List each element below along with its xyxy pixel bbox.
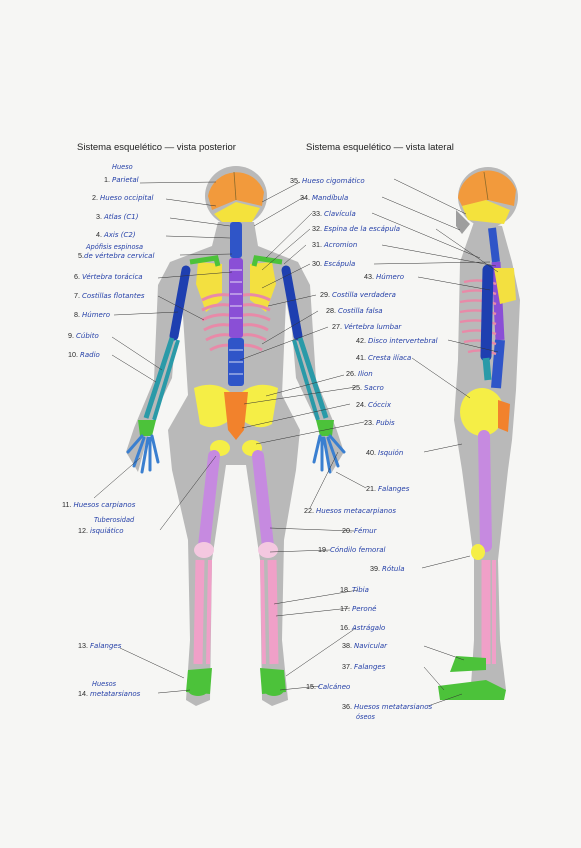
label-36: 36. Huesos metatarsianos [342,702,433,711]
label-37: 37. Falanges [342,662,386,671]
label-20: 20. Fémur [342,526,377,535]
label-30: 30. Escápula [312,259,356,268]
label-25: 25. Sacro [352,383,384,392]
label-22: 22. Huesos metacarpianos [304,506,397,515]
label-14: 14. metatarsianos [78,689,141,698]
lateral-leg [438,430,506,700]
label-9: 9. Cúbito [68,331,99,340]
label-39: 39. Rótula [370,564,405,573]
label-24: 24. Cóccix [356,400,391,409]
label-11: 11. Huesos carpianos [62,500,136,509]
title-lateral: Sistema esquelético — vista lateral [306,142,454,153]
label-5: 5.de vértebra cervical [78,251,155,260]
posterior-legs [186,450,286,696]
label-21: 21. Falanges [366,484,410,493]
note-hueso: Hueso [112,163,133,171]
lateral-skull [456,170,516,234]
label-8: 8. Húmero [74,310,110,319]
label-15: 15. Calcáneo [306,682,351,691]
label-38: 38. Navicular [342,641,388,650]
label-19: 19. Cóndilo femoral [318,545,386,554]
label-28: 28. Costilla falsa [326,306,383,315]
lateral-pelvis [460,388,510,436]
label-10: 10. Radio [68,350,100,359]
label-42: 42. Disco intervertebral [356,336,438,345]
label-33: 33. Clavícula [312,209,356,218]
label-43: 43. Húmero [364,272,404,281]
label-17: 17. Peroné [340,604,377,613]
label-3: 3. Atlas (C1) [96,212,139,221]
label-6: 6. Vértebra torácica [74,272,143,281]
label-41: 41. Cresta ilíaca [356,353,412,362]
label-26: 26. Ilion [346,369,373,378]
label-7: 7. Costillas flotantes [74,291,145,300]
label-13: 13. Falanges [78,641,122,650]
label-35: 35. Hueso cigomático [290,176,365,185]
label-12: 12. isquiático [78,526,124,535]
label-4: 4. Axis (C2) [96,230,136,239]
note-oseos-36: óseos [356,713,375,721]
note-apofisis: Apófisis espinosa [86,243,143,251]
label-27: 27. Vértebra lumbar [332,322,402,331]
label-40: 40. Isquión [366,448,404,457]
label-29: 29. Costilla verdadera [320,290,396,299]
label-34: 34. Mandíbula [300,193,349,202]
label-23: 23. Pubis [364,418,395,427]
label-2: 2. Hueso occipital [92,193,154,202]
label-18: 18. Tibia [340,585,369,594]
note-huesos-14: Huesos [92,680,117,688]
label-1: 1. Parietal [104,175,139,184]
posterior-skull [208,171,264,222]
posterior-spine [228,222,244,386]
label-31: 31. Acromion [312,240,358,249]
label-32: 32. Espina de la escápula [312,224,401,233]
note-tuberosidad: Tuberosidad [94,516,135,524]
label-16: 16. Astrágalo [340,623,386,632]
title-posterior: Sistema esquelético — vista posterior [77,142,236,153]
posterior-arms [126,265,346,474]
lateral-arm [480,264,516,381]
leader-lines [93,178,499,707]
